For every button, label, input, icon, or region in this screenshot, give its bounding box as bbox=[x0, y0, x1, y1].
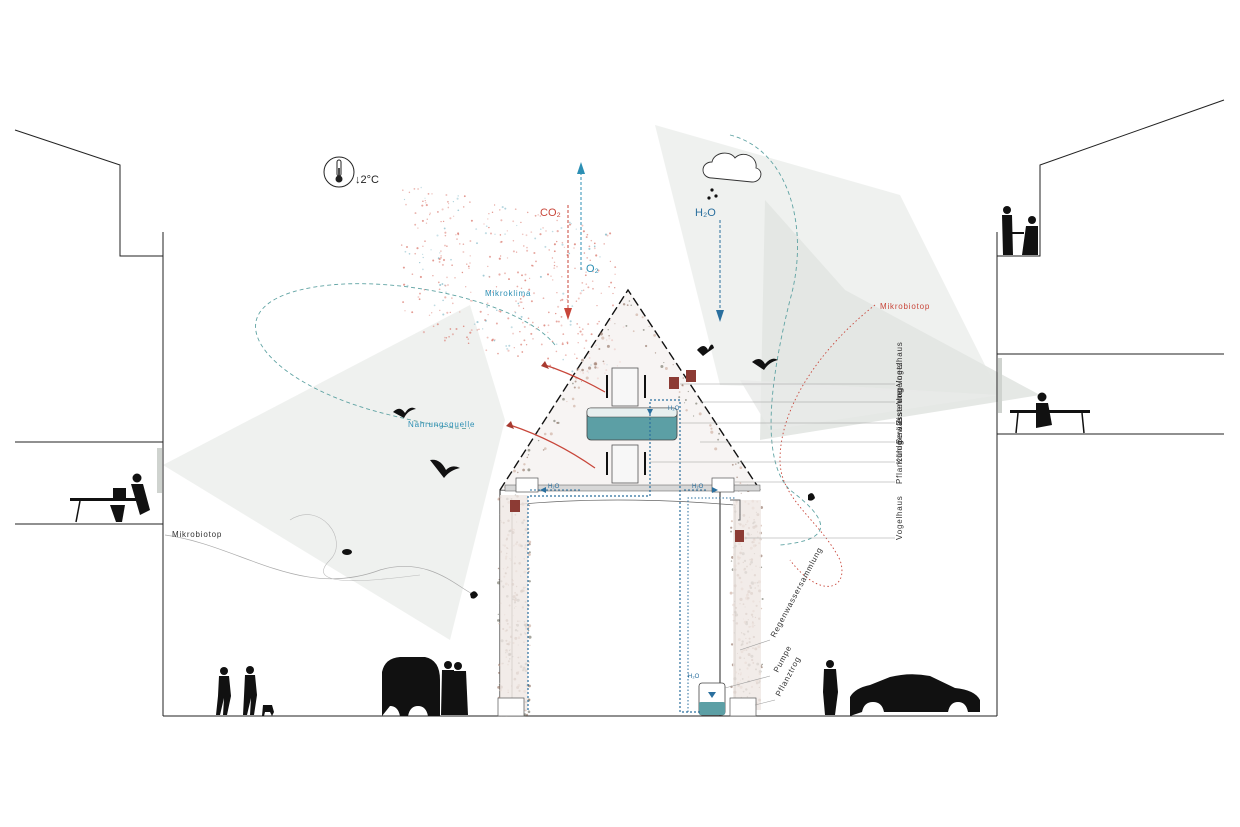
gas-flow-arrows bbox=[506, 162, 724, 469]
nahrungsquelle-label: Nahrungsquelle bbox=[408, 420, 475, 429]
pipe-h2o-left: H₂O bbox=[548, 484, 560, 490]
office-worker-silhouette-right bbox=[1010, 392, 1090, 434]
pipe-h2o-right: H₂O bbox=[692, 484, 704, 490]
annotation-leaders bbox=[650, 383, 895, 706]
bird-icon bbox=[470, 591, 478, 599]
bird-house-3 bbox=[510, 500, 520, 512]
birds bbox=[342, 344, 815, 599]
pipe-h2o-top: H₂O bbox=[668, 406, 680, 412]
thermometer-icon bbox=[323, 156, 355, 188]
annotation-regenwassersammlung: Regenwassersammlung bbox=[769, 546, 824, 639]
van-silhouette bbox=[382, 657, 440, 716]
mikroklima-label: Mikroklima bbox=[485, 289, 531, 298]
light-cone-right-lower bbox=[740, 380, 1000, 430]
light-cones bbox=[163, 125, 1040, 640]
bird-icon bbox=[752, 358, 778, 370]
people-group-silhouette bbox=[441, 661, 468, 715]
pedestrian-silhouette bbox=[823, 660, 838, 715]
rain-cloud-icon bbox=[702, 152, 762, 200]
mikrobiotop-left-label: Mikrobiotop bbox=[172, 530, 222, 539]
microclimate-loops bbox=[164, 134, 876, 596]
bird-icon bbox=[430, 459, 460, 478]
car-silhouette bbox=[850, 674, 980, 716]
annotation-zisterne: Zisterne bbox=[895, 390, 904, 425]
bird-icon bbox=[393, 407, 416, 418]
pipe-h2o-tank: H₂O bbox=[688, 674, 700, 680]
bird-house-4 bbox=[735, 530, 744, 542]
green-arch-structure bbox=[496, 288, 764, 717]
annotation-vogelnetz: Vogelnetz bbox=[895, 362, 904, 404]
o2-label: O₂ bbox=[586, 263, 599, 275]
left-building bbox=[14, 129, 164, 716]
street-silhouettes bbox=[70, 206, 1090, 716]
water-pipes bbox=[527, 399, 736, 713]
cooling-unit-upper bbox=[611, 367, 639, 407]
h2o-label: H₂O bbox=[695, 207, 716, 219]
light-cone-right-dark bbox=[760, 200, 1040, 440]
right-building bbox=[996, 99, 1225, 716]
bird-icon bbox=[808, 493, 815, 501]
mikrobiotop-right-label: Mikrobiotop bbox=[880, 302, 930, 311]
bird-icon bbox=[697, 344, 714, 356]
pedestrian-silhouette bbox=[216, 667, 231, 715]
bird-house-2 bbox=[686, 370, 696, 382]
temperature-label: ↓2°C bbox=[355, 174, 379, 186]
balcony-people-silhouette bbox=[1002, 206, 1038, 255]
dog-silhouette bbox=[262, 705, 274, 716]
annotation-vogelhaus-mid: Vogelhaus bbox=[895, 495, 904, 540]
annotation-vogelhaus-upper: Vogelhaus bbox=[895, 341, 904, 386]
annotation-pflanztrog-upper: Pflanztrog bbox=[895, 440, 904, 484]
bird-house-1 bbox=[669, 377, 679, 389]
annotation-bewaesserung: Bewässerung bbox=[895, 387, 904, 444]
cooling-unit-lower bbox=[611, 444, 639, 484]
co2-label: CO₂ bbox=[540, 207, 561, 219]
annotation-kuehlgeraete: Kühlgeräte bbox=[895, 417, 904, 464]
light-cone-left bbox=[163, 305, 505, 640]
office-worker-silhouette-left bbox=[70, 473, 150, 523]
insect-icon bbox=[342, 549, 352, 555]
pedestrian-silhouette bbox=[243, 666, 257, 715]
